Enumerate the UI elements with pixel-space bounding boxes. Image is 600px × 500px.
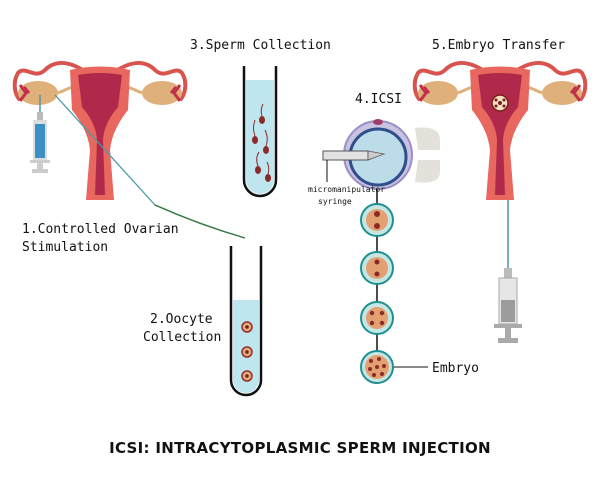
step3-label: 3.Sperm Collection <box>190 38 331 53</box>
step1-label-line1: 1.Controlled Ovarian <box>22 222 179 237</box>
two-cell-stage <box>360 251 394 285</box>
embryo-stage <box>360 350 394 384</box>
micromanipulator-label-line2: syringe <box>318 197 352 206</box>
step2-label-line1: 2.Oocyte <box>150 312 213 327</box>
syringe-grey-icon <box>494 268 522 343</box>
oocyte-test-tube <box>229 246 263 397</box>
step4-label: 4.ICSI <box>355 92 402 107</box>
embryo-development-chain <box>360 189 428 384</box>
diagram-title: ICSI: INTRACYTOPLASMIC SPERM INJECTION <box>109 439 491 457</box>
uterus-right-illustration <box>412 61 588 203</box>
embryo-label: Embryo <box>432 361 479 376</box>
step2-label-line2: Collection <box>143 330 221 345</box>
four-cell-stage <box>360 301 394 335</box>
step5-label: 5.Embryo Transfer <box>432 38 565 53</box>
micromanipulator-label-line1: micromanipulator <box>308 185 385 194</box>
sperm-test-tube <box>242 66 278 198</box>
oocyte-injection-illustration <box>322 119 440 190</box>
zygote-stage <box>360 203 394 237</box>
step1-label-line2: Stimulation <box>22 240 108 255</box>
syringe-blue-icon <box>30 95 50 173</box>
